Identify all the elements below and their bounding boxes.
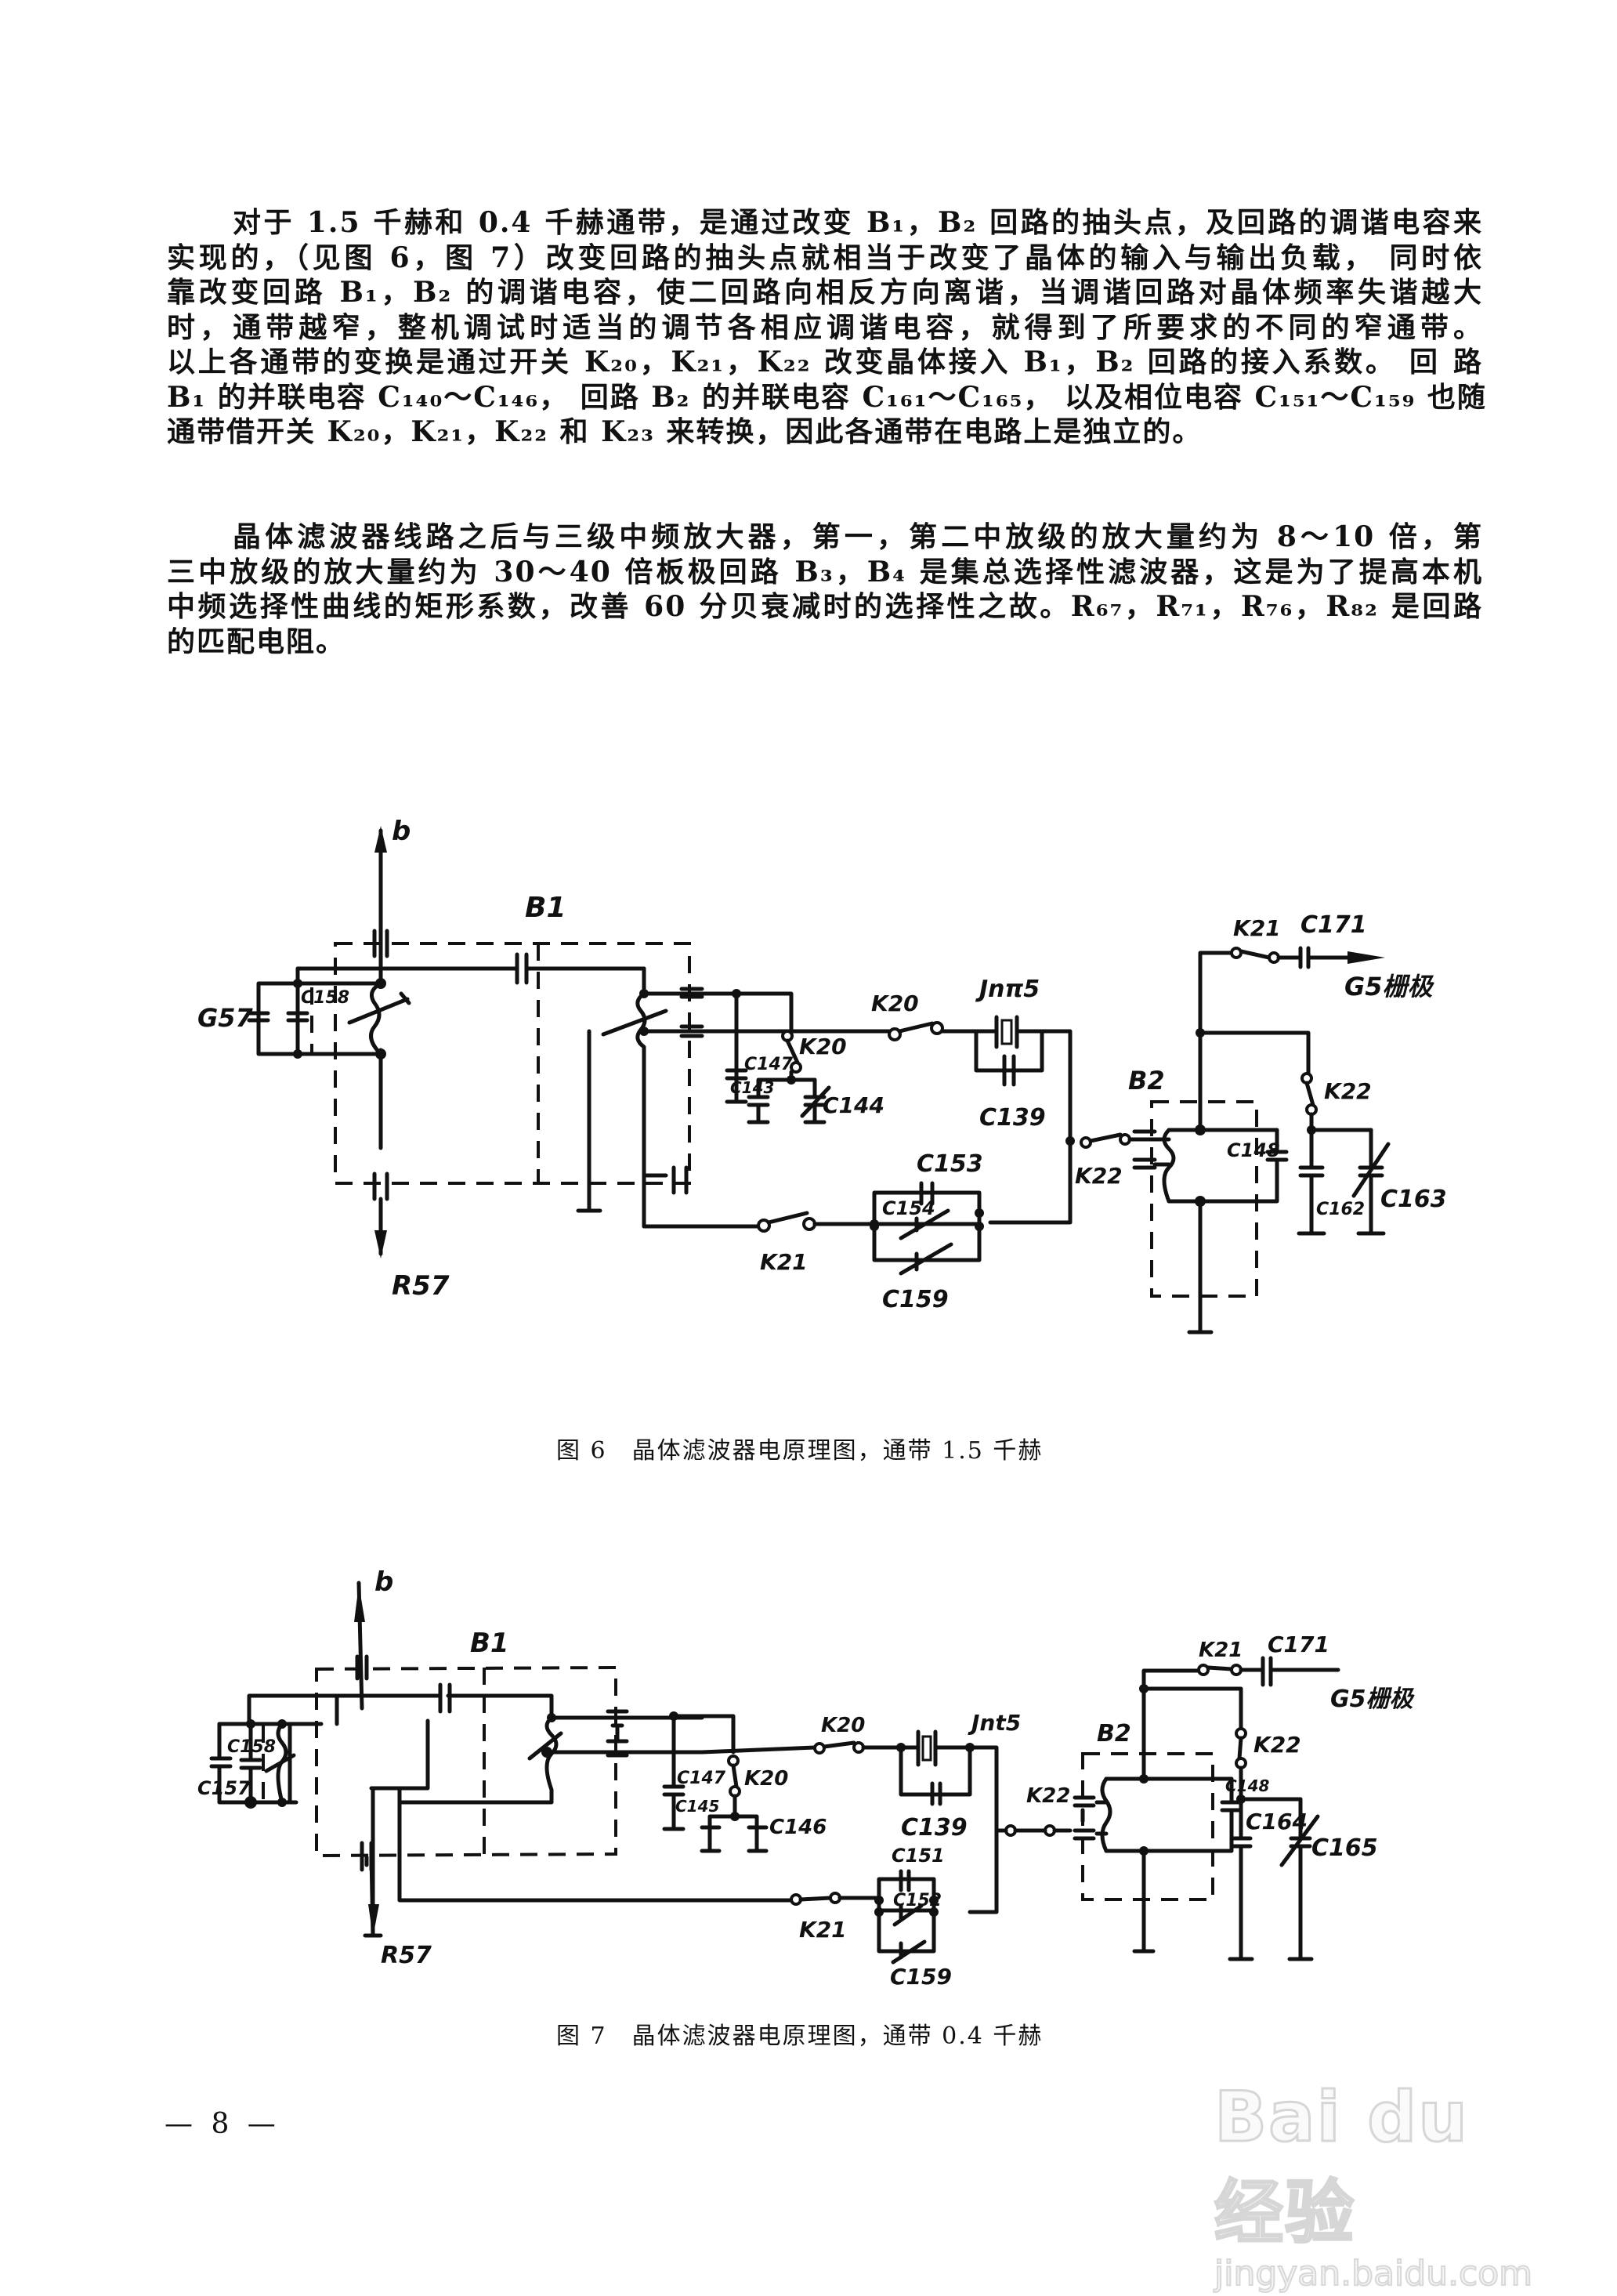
label-C152: C152 — [893, 1891, 942, 1910]
text-line: 三中放级的放大量约为 30～40 倍板极回路 B₃，B₄ 是集总选择性滤波器，这… — [167, 555, 1483, 588]
label-C146: C146 — [769, 1816, 827, 1839]
label-C153: C153 — [917, 1150, 983, 1178]
label-K22-a: K22 — [1026, 1784, 1070, 1808]
label-b: b — [392, 816, 411, 847]
paragraph-if-amplifier: 晶体滤波器线路之后与三级中频放大器，第一，第二中放级的放大量约为 8～10 倍，… — [167, 520, 1483, 659]
b2-shield — [1081, 1752, 1214, 1901]
b-terminal-arrow — [354, 1581, 365, 1711]
figure-7-schematic: b B1 R57 C157 C158 C147 C145 K20 C146 K2… — [197, 1566, 1415, 1990]
baidu-watermark: Bai du 经验 jingyan.baidu.com — [1214, 2076, 1534, 2295]
text-line: 时，通带越窄，整机调试时适当的调节各相应调谐电容，就得到了所要求的不同的窄通带。 — [167, 310, 1483, 344]
text-line: 对于 1.5 千赫和 0.4 千赫通带，是通过改变 B₁，B₂ 回路的抽头点，及… — [233, 206, 1483, 239]
label-Jnt5: Jnπ5 — [975, 976, 1040, 1003]
b-terminal-arrow — [374, 826, 387, 896]
label-B2: B2 — [1097, 1720, 1131, 1747]
text-line: 晶体滤波器线路之后与三级中频放大器，第一，第二中放级的放大量约为 8～10 倍，… — [233, 520, 1483, 553]
text-line: 的匹配电阻。 — [167, 625, 346, 658]
figure-6-schematic: b B1 R57 G57 C158 C147 C143 K20 C144 K20 — [197, 816, 1447, 1335]
label-C145: C145 — [675, 1797, 719, 1816]
label-C162: C162 — [1316, 1200, 1365, 1219]
page-number: — 8 — — [165, 2108, 280, 2140]
label-C148: C148 — [1227, 1139, 1280, 1161]
label-K21-b: K21 — [1233, 915, 1281, 941]
label-K21-a: K21 — [799, 1917, 847, 1943]
label-C151: C151 — [892, 1845, 945, 1867]
label-b: b — [374, 1566, 393, 1598]
label-B1: B1 — [470, 1628, 509, 1659]
label-K20-a: K20 — [871, 990, 919, 1016]
label-R57: R57 — [381, 1942, 432, 1969]
text-line: 实现的，（见图 6，图 7）改变回路的抽头点就相当于改变了晶体的输入与输出负载，… — [167, 241, 1483, 274]
b1-shield — [315, 1665, 617, 1858]
label-G5-grid: G5栅极 — [1344, 972, 1435, 1001]
label-B1: B1 — [525, 892, 566, 924]
label-K21-b: K21 — [1199, 1639, 1243, 1662]
label-C154: C154 — [882, 1197, 935, 1219]
text-line: 中频选择性曲线的矩形系数，改善 60 分贝衰减时的选择性之故。R₆₇，R₇₁，R… — [167, 590, 1483, 623]
b2-shield — [1150, 1100, 1258, 1298]
label-K20-b: K20 — [799, 1034, 847, 1059]
k20-switch — [888, 1027, 902, 1041]
text-line: B₁ 的并联电容 C₁₄₀～C₁₄₆， 回路 B₂ 的并联电容 C₁₆₁～C₁₆… — [167, 380, 1487, 414]
label-K22-b: K22 — [1324, 1078, 1372, 1104]
label-K20-a: K20 — [821, 1714, 865, 1737]
label-C159: C159 — [890, 1964, 952, 1990]
label-C164: C164 — [1246, 1809, 1308, 1834]
crystal-jnt5 — [899, 1729, 972, 1767]
watermark-brand: Bai du 经验 — [1214, 2076, 1469, 2254]
figure-7-caption: 图 7 晶体滤波器电原理图，通带 0.4 千赫 — [556, 2023, 1044, 2050]
label-C171: C171 — [1300, 911, 1367, 939]
label-C157: C157 — [197, 1777, 251, 1799]
label-C139: C139 — [901, 1814, 968, 1842]
label-G5-grid: G5栅极 — [1330, 1686, 1415, 1713]
label-C163: C163 — [1380, 1186, 1447, 1213]
r57-arrow — [374, 1230, 387, 1258]
figure-6-caption: 图 6 晶体滤波器电原理图，通带 1.5 千赫 — [556, 1437, 1044, 1465]
paragraph-passband-switching: 对于 1.5 千赫和 0.4 千赫通带，是通过改变 B₁，B₂ 回路的抽头点，及… — [167, 205, 1487, 450]
label-K22-b: K22 — [1253, 1732, 1301, 1758]
text-line: 靠改变回路 B₁，B₂ 的调谐电容，使二回路向相反方向离谐，当调谐回路对晶体频率… — [167, 276, 1483, 309]
g5-arrow — [1348, 951, 1385, 964]
label-C144: C144 — [823, 1092, 884, 1118]
label-C158: C158 — [227, 1737, 276, 1757]
label-C147: C147 — [744, 1055, 794, 1074]
label-C165: C165 — [1311, 1834, 1378, 1862]
crystal-jnt5 — [977, 1015, 1044, 1049]
label-K22-a: K22 — [1075, 1163, 1123, 1189]
label-Jnt5: Jnt5 — [968, 1710, 1021, 1736]
label-C159: C159 — [882, 1286, 949, 1313]
label-R57: R57 — [392, 1270, 450, 1302]
text-line: 以上各通带的变换是通过开关 K₂₀，K₂₁，K₂₂ 改变晶体接入 B₁，B₂ 回… — [167, 346, 1483, 378]
label-C148: C148 — [1225, 1776, 1270, 1795]
b1-shield — [334, 942, 691, 1185]
label-C158: C158 — [301, 988, 349, 1008]
label-G57: G57 — [197, 1003, 254, 1033]
label-C139: C139 — [979, 1104, 1046, 1132]
text-line: 通带借开关 K₂₀，K₂₁，K₂₂ 和 K₂₃ 来转换，因此各通带在电路上是独立… — [167, 415, 1203, 448]
label-B2: B2 — [1128, 1066, 1165, 1095]
label-K21-a: K21 — [760, 1249, 808, 1275]
watermark-url: jingyan.baidu.com — [1214, 2253, 1533, 2294]
label-C147: C147 — [677, 1769, 726, 1788]
label-C171: C171 — [1268, 1631, 1329, 1657]
b1-primary-coil — [369, 981, 383, 1056]
label-K20-b: K20 — [744, 1767, 788, 1791]
